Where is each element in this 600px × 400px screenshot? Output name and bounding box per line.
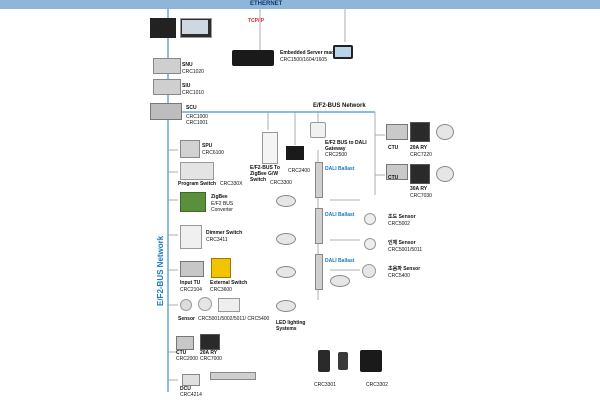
snu-device-icon — [153, 58, 181, 74]
spu-name: SPU — [202, 143, 213, 149]
snu-code: CRC1020 — [182, 69, 204, 75]
sensor-r2-code: CRC5001/5011 — [388, 247, 423, 253]
dali-gateway-icon — [310, 122, 326, 138]
sensor-r1-code: CRC5002 — [388, 221, 410, 227]
zigbee-gw-code: CRC3300 — [270, 180, 292, 186]
ctu-bottom-code: CRC2000 — [176, 356, 198, 362]
ry30-top-code: CRC7030 — [410, 193, 432, 199]
external-switch-icon — [211, 258, 231, 278]
ry20-top-name: 20A RY — [410, 145, 428, 151]
ry20-bottom-code: CRC7000 — [200, 356, 222, 362]
illuminance-sensor-icon — [364, 213, 376, 225]
ultrasonic-sensor-icon — [362, 264, 376, 278]
ctu-bottom-name: CTU — [176, 350, 187, 356]
ctu-bottom-icon — [176, 336, 194, 350]
ctu-top2-name: CTU — [388, 175, 399, 181]
remote2-code: CRC3302 — [366, 382, 388, 388]
ry30-top-name: 30A RY — [410, 186, 428, 192]
dali-ballast-label-2: DALI Ballast — [325, 212, 355, 218]
snu-name: SNU — [182, 62, 193, 68]
scu-name: SCU — [186, 105, 197, 111]
ry30-top-icon — [410, 164, 430, 184]
dcu-device-icon — [182, 374, 200, 386]
ctu-top1-icon — [386, 124, 408, 140]
ef2-bus-network-label: E/F2-BUS Network — [313, 103, 366, 109]
downlight-right-2 — [436, 166, 454, 182]
tcpip-label: TCP/IP — [248, 18, 265, 24]
sensor-row-icon — [180, 297, 242, 312]
siu-name: SIU — [182, 83, 191, 89]
zigbee-gw-name: E/F2-BUS To ZigBee G/W Switch — [250, 165, 280, 183]
pc-workstation-icon — [150, 18, 212, 42]
input-tu-name: Input TU — [180, 280, 201, 286]
zigbee-gw-switch-icon — [262, 132, 278, 164]
dali-gateway-name: E/F2 BUS to DALI Gateway — [325, 140, 367, 152]
remote-phone-icon-2 — [338, 352, 348, 370]
tablet-icon — [333, 45, 353, 59]
scu-code: CRC1000 CRC1001 — [186, 114, 208, 126]
scu-device-icon — [150, 103, 182, 120]
ethernet-label: ETHERNET — [250, 1, 283, 7]
program-switch-icon — [180, 162, 214, 180]
siu-code: CRC1010 — [182, 90, 204, 96]
remote-tablet-icon — [360, 350, 382, 372]
dali-ballast-label-3: DALI Ballast — [325, 258, 355, 264]
siu-device-icon — [153, 79, 181, 95]
downlight-icon-4 — [330, 275, 350, 287]
led-lighting-label: LED lighting Systems — [276, 320, 306, 332]
ctu-top2-icon — [386, 164, 408, 180]
downlight-icon-3 — [276, 266, 296, 278]
zigbee-desc: E/F2 BUS Converter — [211, 201, 234, 213]
remote-phone-icon-1 — [318, 350, 330, 372]
embedded-server-icon — [232, 50, 274, 66]
dcu-ballast-icon — [210, 372, 256, 380]
dimmer-switch-icon — [180, 225, 202, 249]
sensor-r3-code: CRC5400 — [388, 273, 410, 279]
ry20-bottom-name: 20A RY — [200, 350, 218, 356]
dimmer-switch-name: Dimmer Switch — [206, 230, 243, 236]
downlight-icon-1 — [276, 195, 296, 207]
ethernet-bar — [0, 0, 600, 9]
downlight-icon-2 — [276, 233, 296, 245]
program-switch-name: Program Switch — [178, 181, 217, 187]
ry20-top-code: CRC7220 — [410, 152, 432, 158]
downlight-icon-5 — [276, 300, 296, 312]
ef2-bus-network-vertical-label: E/F2-BUS Network — [156, 235, 165, 306]
dcu-code: CRC4214 — [180, 392, 202, 398]
sensor-left-code: CRC5001/5002/5011/ CRC5400 — [198, 316, 270, 322]
sensor-r2-name: 인체 Sensor — [388, 240, 416, 246]
server-name: Embedded Server machine — [280, 50, 345, 56]
spu-device-icon — [180, 140, 200, 158]
ry20-bottom-icon — [200, 334, 220, 350]
server-code: CRC1500/1604/1605 — [280, 57, 327, 63]
input-tu-code: CRC2104 — [180, 287, 202, 293]
downlight-right-1 — [436, 124, 454, 140]
program-switch-code: CRC330X — [220, 181, 243, 187]
dimmer-switch-code: CRC3411 — [206, 237, 228, 243]
occupancy-sensor-icon — [364, 238, 376, 250]
dali-ballast-label-1: DALI Ballast — [325, 166, 355, 172]
ry20-top-icon — [410, 122, 430, 142]
crc2400-code: CRC2400 — [288, 168, 310, 174]
dali-ballast-bar-2 — [315, 208, 323, 244]
sensor-r1-name: 조도 Sensor — [388, 214, 416, 220]
sensor-r3-name: 초음파 Sensor — [388, 266, 421, 272]
external-switch-name: External Switch — [210, 280, 248, 286]
dali-ballast-bar-1 — [315, 162, 323, 198]
dcu-name: DCU — [180, 386, 191, 392]
zigbee-name: ZigBee — [211, 194, 228, 200]
input-tu-icon — [180, 261, 204, 277]
ctu-top1-name: CTU — [388, 145, 399, 151]
spu-code: CRC6100 — [202, 150, 224, 156]
dali-ballast-bar-3 — [315, 254, 323, 290]
dali-gateway-code: CRC2500 — [325, 152, 347, 158]
external-switch-code: CRC3600 — [210, 287, 232, 293]
remote1-code: CRC3301 — [314, 382, 336, 388]
zigbee-board-icon — [180, 192, 206, 212]
sensor-left-name: Sensor — [178, 316, 195, 322]
crc2400-device-icon — [286, 146, 304, 160]
